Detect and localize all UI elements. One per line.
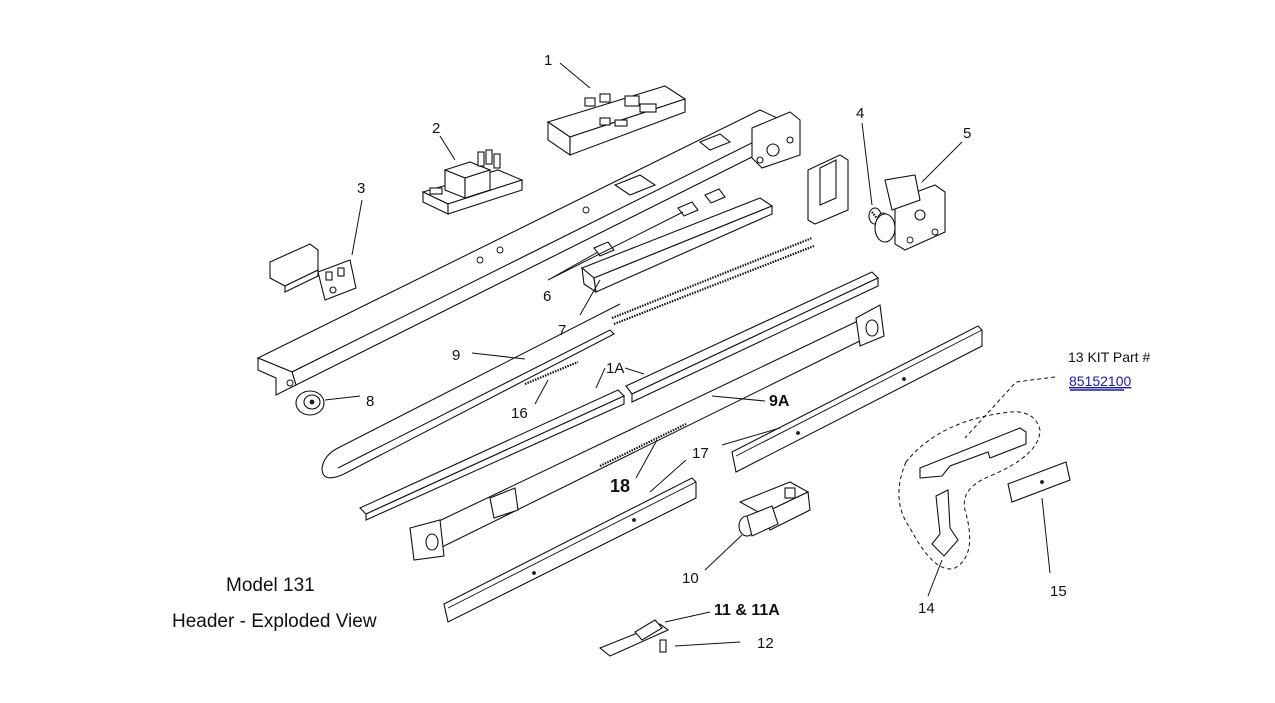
leader-2: [439, 135, 456, 161]
callout-9: 9: [452, 347, 460, 364]
leader-14: [927, 559, 943, 597]
callout-4: 4: [856, 105, 864, 122]
title-view: Header - Exploded View: [172, 611, 377, 632]
callout-2: 2: [432, 120, 440, 137]
part-18-spring: [599, 423, 687, 467]
leader-17b: [649, 459, 687, 493]
leader-12: [674, 641, 741, 647]
callout-15: 15: [1050, 583, 1067, 600]
leader-17a: [721, 427, 781, 446]
callout-8: 8: [366, 393, 374, 410]
part-16-carriage: [524, 360, 579, 386]
part-10-trolley: [738, 481, 811, 537]
kit-part-number-link[interactable]: 85152100: [1069, 373, 1132, 389]
callout-7: 7: [558, 322, 566, 339]
leader-11: [664, 611, 711, 623]
header-rail: [256, 109, 801, 396]
leader-5: [921, 141, 963, 183]
callout-9a: 9A: [769, 393, 790, 410]
callout-5: 5: [963, 125, 971, 142]
part-17-angle-lower: [443, 477, 697, 623]
leader-6: [547, 211, 684, 281]
part-5-motor: [807, 154, 946, 251]
rail-1a-upper: [625, 271, 879, 403]
part-17-angle-upper: [731, 325, 983, 473]
callout-18: 18: [610, 476, 630, 496]
leader-10: [704, 534, 743, 571]
part-9a-tube: [409, 304, 885, 561]
leader-1a: [595, 367, 645, 389]
leader-15: [1041, 497, 1051, 574]
part-9-cable: [321, 303, 621, 479]
callout-17a: 17: [692, 445, 709, 462]
callout-10: 10: [682, 570, 699, 587]
part-1-control-board: [546, 85, 687, 157]
callout-16: 16: [511, 405, 528, 422]
title-model: Model 131: [226, 575, 315, 596]
part-11-bracket: [598, 619, 670, 657]
part-15-plate: [1007, 461, 1071, 503]
chain-rail-upper: [611, 236, 815, 326]
callout-12: 12: [757, 635, 774, 652]
rail-1a-lower: [359, 389, 625, 521]
part-3-outlet-bracket: [269, 243, 357, 301]
kit-13-enclosure: [898, 411, 1041, 570]
leader-1: [559, 62, 591, 89]
part-8-pulley: [295, 390, 325, 416]
callout-6: 6: [543, 288, 551, 305]
leader-8: [324, 395, 361, 401]
leader-18: [635, 439, 658, 479]
callout-11: 11 & 11A: [714, 602, 780, 619]
callout-1: 1: [544, 52, 552, 69]
leader-4: [861, 122, 873, 206]
leader-9a: [711, 395, 766, 402]
callout-1a: 1A: [606, 360, 624, 377]
leader-13: [964, 376, 1056, 439]
part-7-switch-bracket: [580, 197, 774, 294]
kit-label: 13 KIT Part #: [1068, 349, 1150, 365]
callout-3: 3: [357, 180, 365, 197]
callout-14: 14: [918, 600, 935, 617]
leader-7: [579, 279, 601, 316]
leader-9: [471, 352, 526, 360]
leader-16: [534, 379, 549, 405]
part-2-transformer: [421, 149, 524, 215]
leader-3: [351, 199, 363, 256]
